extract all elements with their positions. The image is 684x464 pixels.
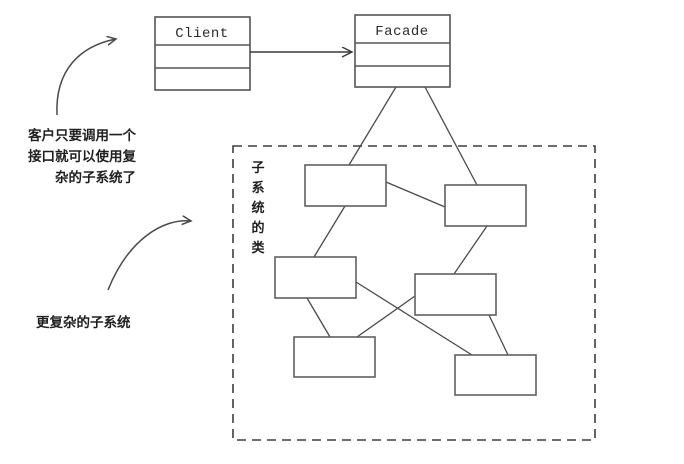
note-bottom-text: 更复杂的子系统 <box>36 314 131 331</box>
sublink-3-6 <box>355 281 473 356</box>
subsystem-box-3[interactable] <box>274 256 357 299</box>
note-bottom-line-0: 更复杂的子系统 <box>36 314 131 331</box>
sublink-1-3 <box>313 205 346 258</box>
sublink-4-5 <box>356 295 416 338</box>
subsystem-box-2[interactable] <box>444 184 527 227</box>
subsystem-boxes <box>274 164 537 396</box>
sublink-2-4 <box>453 225 488 275</box>
subsystem-box-6[interactable] <box>454 354 537 396</box>
facade-link-2 <box>424 86 478 186</box>
note-top-line-1: 接口就可以使用复 <box>28 148 136 165</box>
facade-class-name: Facade <box>375 24 428 40</box>
subsystem-box-5[interactable] <box>293 336 376 378</box>
sublink-3-5 <box>306 297 331 338</box>
note-top-line-2: 杂的子系统了 <box>55 169 136 186</box>
class-box-client[interactable]: Client <box>154 16 251 91</box>
sublink-1-2 <box>385 181 446 208</box>
note-top-text: 客户只要调用一个 接口就可以使用复 杂的子系统了 <box>27 127 136 186</box>
subsystem-label-char-3: 的 <box>251 220 264 236</box>
note-top-curved-arrow <box>56 39 116 116</box>
subsystem-label-char-0: 子 <box>251 161 264 176</box>
facade-link-1 <box>348 86 397 166</box>
sublink-4-6 <box>488 314 509 356</box>
subsystem-box-1[interactable] <box>304 164 387 207</box>
subsystem-group-boundary <box>232 145 596 441</box>
subsystem-label-char-2: 统 <box>251 200 264 216</box>
subsystem-group-label: 子 系 统 的 类 <box>251 161 265 256</box>
note-top-line-0: 客户只要调用一个 <box>27 127 136 144</box>
client-class-name: Client <box>175 26 228 42</box>
subsystem-label-char-4: 类 <box>251 240 265 256</box>
subsystem-box-4[interactable] <box>414 273 497 316</box>
facade-box-outline <box>354 14 451 88</box>
subsystem-internal-links <box>306 181 509 356</box>
facade-to-subsystem-links <box>348 86 478 186</box>
subsystem-label-char-1: 系 <box>251 180 264 196</box>
note-bottom-curved-arrow <box>107 221 191 291</box>
client-box-outline <box>154 16 251 91</box>
class-box-facade[interactable]: Facade <box>354 14 451 88</box>
